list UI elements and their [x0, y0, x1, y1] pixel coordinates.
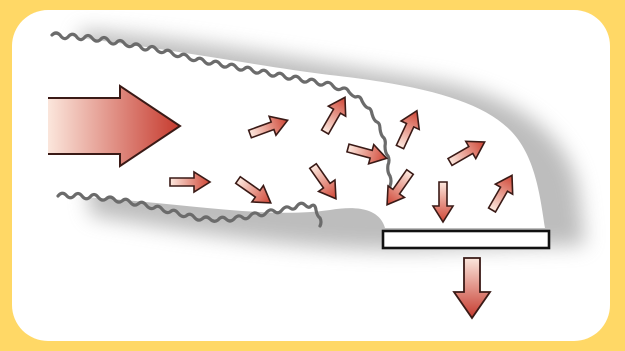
small-arrow-icon: [320, 96, 347, 136]
molecule-arrows: [169, 96, 514, 224]
small-arrow-icon: [345, 142, 389, 166]
small-arrow-icon: [386, 168, 415, 207]
small-arrow-icon: [487, 174, 514, 214]
large-arrow-icon: [48, 84, 182, 168]
small-arrow-icon: [247, 115, 290, 139]
stream-bottom-edge: [56, 191, 323, 228]
small-arrow-icon: [431, 181, 455, 224]
small-arrow-icon: [169, 170, 212, 194]
downward-force-arrow-icon: [452, 257, 492, 320]
small-arrow-icon: [234, 175, 273, 204]
small-arrow-icon: [308, 162, 337, 201]
plate-rectangle: [381, 229, 551, 250]
small-arrow-icon: [446, 140, 486, 167]
small-arrow-icon: [395, 109, 421, 150]
stream-top-edge: [50, 31, 393, 198]
